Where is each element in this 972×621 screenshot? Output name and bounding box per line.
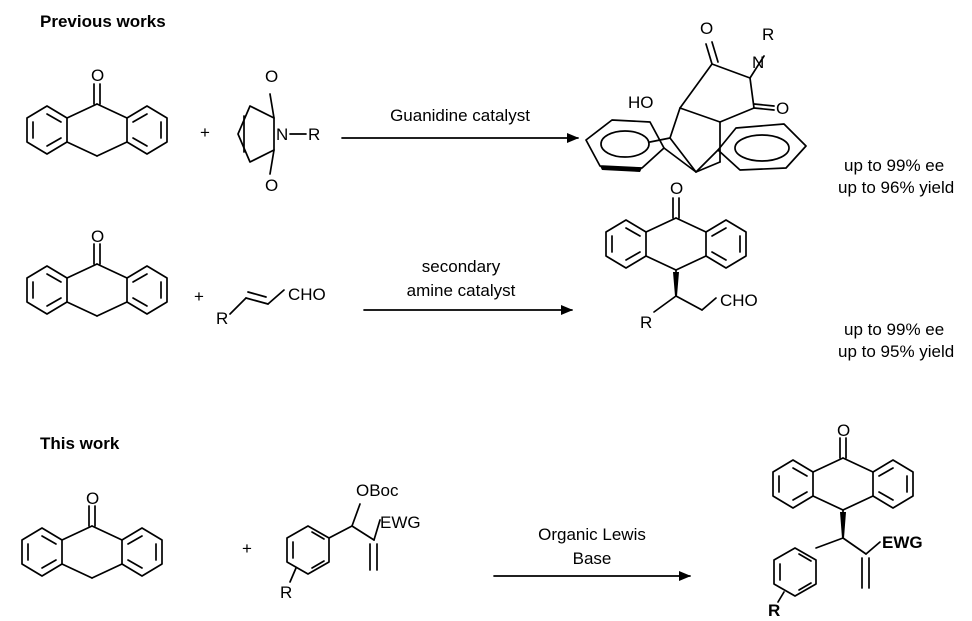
product-1-hydroxyl: HO — [628, 93, 654, 112]
result-2-ee: up to 99% ee — [844, 320, 945, 339]
product-1-nitrogen: N — [752, 53, 764, 72]
result-1-ee: up to 99% ee — [844, 156, 945, 175]
anthrone-oxygen-label: O — [837, 421, 850, 440]
product-1-oxygen-top: O — [700, 19, 713, 38]
condition-3-line-2: Base — [573, 549, 612, 568]
anthrone-reactant-2 — [26, 243, 168, 317]
product-1-oxygen-right: O — [776, 99, 789, 118]
michael-product-2 — [605, 197, 747, 313]
condition-1: Guanidine catalyst — [390, 106, 530, 125]
maleimide-oxygen-top: O — [265, 67, 278, 86]
enal-cho: CHO — [288, 285, 326, 304]
anthrone-oxygen-label: O — [670, 179, 683, 198]
anthrone-reactant-3 — [21, 505, 163, 579]
cycloadduct-product — [585, 41, 807, 173]
mbh-ewg: EWG — [380, 513, 421, 532]
anthrone-reactant-1 — [26, 83, 168, 157]
maleimide-structure — [237, 93, 307, 175]
condition-2-line-1: secondary — [422, 257, 501, 276]
mbh-oboc: OBoc — [356, 481, 399, 500]
section-heading-this-work: This work — [40, 434, 120, 453]
maleimide-nitrogen: N — [276, 125, 288, 144]
maleimide-oxygen-bottom: O — [265, 176, 278, 195]
mbh-r-group: R — [280, 583, 292, 602]
result-1-yield: up to 96% yield — [838, 178, 955, 197]
result-2-yield: up to 95% yield — [838, 342, 955, 361]
section-heading-previous: Previous works — [40, 12, 166, 31]
product-2-cho: CHO — [720, 291, 758, 310]
plus-sign: + — [194, 287, 204, 306]
plus-sign: + — [200, 123, 210, 142]
mbh-carbonate-structure — [286, 503, 381, 583]
product-1-r-group: R — [762, 25, 774, 44]
anthrone-oxygen-label: O — [91, 66, 104, 85]
anthrone-oxygen-label: O — [86, 489, 99, 508]
product-2-r-group: R — [640, 313, 652, 332]
product-3-ewg: EWG — [882, 533, 923, 552]
anthrone-oxygen-label: O — [91, 227, 104, 246]
maleimide-r-group: R — [308, 125, 320, 144]
enal-r-group: R — [216, 309, 228, 328]
condition-2-line-2: amine catalyst — [407, 281, 516, 300]
condition-3-line-1: Organic Lewis — [538, 525, 646, 544]
enal-structure — [229, 289, 285, 315]
allylated-product-3 — [772, 437, 914, 603]
product-3-r-group: R — [768, 601, 780, 620]
plus-sign: + — [242, 539, 252, 558]
